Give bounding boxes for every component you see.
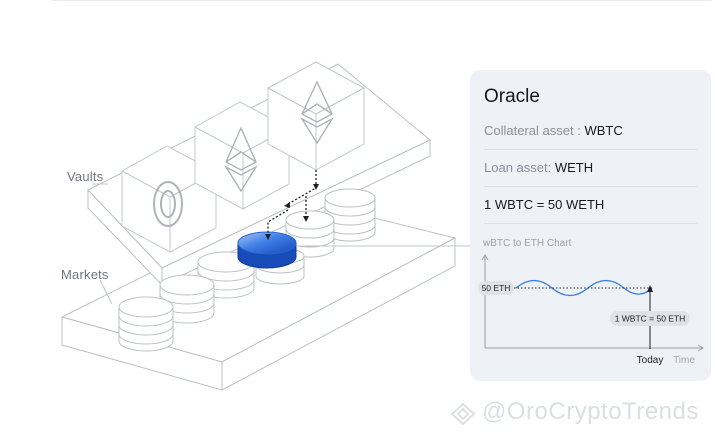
loan-value: WETH: [554, 160, 594, 175]
coin-stack-mid-right: [285, 210, 335, 258]
exchange-rate: 1 WBTC = 50 WETH: [484, 197, 605, 212]
collateral-row: Collateral asset : WBTC: [484, 123, 623, 138]
usdc-icon: [153, 181, 183, 227]
connector-lines: [92, 183, 470, 305]
eth-icon-2: [300, 80, 334, 145]
oracle-divider-1: [484, 149, 697, 150]
oracle-divider-2: [484, 186, 697, 187]
top-divider: [52, 0, 712, 1]
oracle-divider-3: [484, 223, 697, 224]
highlighted-market-coin: [237, 231, 297, 269]
collateral-label: Collateral asset :: [484, 123, 585, 138]
loan-label: Loan asset:: [484, 160, 555, 175]
x-label-today: Today: [637, 355, 664, 366]
price-chart: 50 ETH 1 WBTC = 50 ETH Today Time: [478, 254, 704, 366]
flow-arrowheads: [265, 184, 319, 240]
watermark-logo-icon: [450, 402, 476, 426]
collateral-value: WBTC: [584, 123, 623, 138]
vault-cube-eth-2: [266, 61, 366, 171]
rate-tag: 1 WBTC = 50 ETH: [615, 314, 686, 324]
chart-title: wBTC to ETH Chart: [483, 238, 572, 249]
loan-row: Loan asset: WETH: [484, 160, 593, 175]
price-tag-bg: [478, 281, 514, 295]
vault-cube-eth: [193, 101, 291, 210]
chart-axes: [481, 254, 704, 352]
oracle-card: Oracle Collateral asset : WBTC Loan asse…: [470, 70, 711, 381]
watermark: @OroCryptoTrends: [482, 398, 699, 425]
price-tag: 50 ETH: [482, 283, 511, 293]
x-label-time: Time: [673, 355, 695, 366]
markets-label: Markets: [61, 267, 109, 282]
today-arrow-icon: [647, 285, 653, 292]
coin-stack-front: [118, 296, 174, 352]
rate-tag-bg: [610, 311, 690, 326]
oracle-title: Oracle: [484, 86, 540, 107]
eth-icon: [224, 126, 258, 193]
vaults-label: Vaults: [67, 169, 104, 184]
